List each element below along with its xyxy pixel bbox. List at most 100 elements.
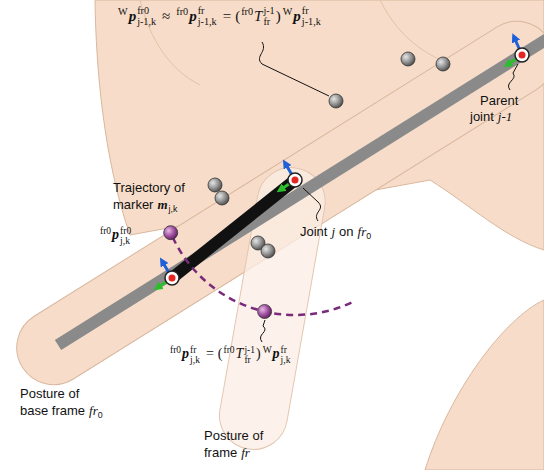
formula-term: =	[206, 346, 214, 361]
label-text: frame	[204, 445, 237, 460]
superscript: fr	[190, 345, 200, 355]
label-group: Posture of	[20, 386, 79, 402]
superscript: W	[283, 6, 293, 17]
superscript: j-1	[263, 6, 274, 17]
script-stack: frj,k	[281, 345, 291, 365]
superscript: fr0	[170, 345, 181, 355]
subscript: fr	[244, 355, 255, 365]
leader-line	[508, 64, 518, 90]
tracked-marker	[258, 305, 272, 319]
formula-term: p	[129, 8, 137, 24]
marker-trajectory	[168, 226, 354, 315]
superscript: fr0	[241, 6, 253, 17]
subscript: j-1,k	[137, 17, 156, 28]
superscript: W	[118, 6, 128, 17]
formula: Wpfr0j-1,k≈fr0pfrj-1,k=(fr0Tj-1fr)Wpfrj-…	[118, 6, 321, 28]
tracked-marker	[164, 226, 178, 240]
script-stack: fr0j-1,k	[137, 6, 156, 27]
label-group: markermj,k	[113, 197, 177, 214]
subscript: j,k	[190, 355, 200, 365]
leader-line	[303, 188, 321, 221]
label-text: joint	[470, 109, 494, 124]
bone-segment	[172, 180, 295, 278]
subscript: j,k	[281, 355, 291, 365]
script-stack: frj-1,k	[198, 6, 217, 27]
label-text: Joint	[300, 224, 327, 239]
formula-term: (	[235, 8, 240, 24]
label-text: fr	[358, 224, 367, 239]
superscript: fr	[302, 6, 321, 17]
subscript: j-1,k	[302, 17, 321, 28]
label-group: base frame fr0	[20, 403, 103, 420]
bone-line	[58, 31, 544, 345]
label-text: fr	[241, 445, 250, 460]
label-group: Jointjonfr0	[300, 224, 371, 241]
subscript: j,k	[169, 204, 178, 214]
label-text: base frame	[20, 403, 85, 418]
label-text: Posture of	[204, 428, 263, 443]
script-stack: frj,k	[190, 345, 200, 365]
subscript: fr	[263, 17, 274, 28]
superscript: fr0	[176, 6, 188, 17]
marker-sphere	[436, 57, 450, 71]
joint-center	[519, 52, 526, 59]
script-stack: j-1fr	[263, 6, 274, 27]
superscript: fr0	[223, 345, 234, 355]
leader-line	[260, 320, 265, 342]
joint-symbol	[165, 271, 179, 285]
marker-sphere	[215, 191, 229, 205]
script-stack: j-1fr	[244, 345, 255, 365]
marker-sphere	[401, 52, 415, 66]
subscript: j-1,k	[198, 17, 217, 28]
superscript: fr0	[120, 226, 131, 236]
label-text: Parent	[480, 93, 518, 108]
formula-term: =	[223, 8, 231, 24]
thumb-shape	[425, 300, 544, 470]
script-stack: fr0j,k	[120, 226, 131, 246]
label-group: framefr	[204, 445, 250, 461]
superscript: W	[263, 345, 272, 355]
marker-sphere	[208, 178, 222, 192]
formula-term: (	[218, 346, 223, 361]
subscript: j,k	[120, 236, 131, 246]
label-text: Posture of	[20, 386, 79, 401]
formula-term: T	[254, 8, 262, 24]
joint-center	[292, 177, 299, 184]
label-group: Trajectory of	[113, 180, 185, 196]
marker-sphere	[261, 244, 275, 258]
formula-term: p	[112, 227, 119, 242]
leader-line	[259, 42, 329, 96]
formula: fr0pfr0j,k	[100, 226, 131, 246]
formula-term: )	[276, 8, 281, 24]
label-group: joint j-1	[470, 109, 512, 125]
superscript: fr0	[137, 6, 156, 17]
label-text: on	[339, 224, 353, 239]
label-group: Parent	[480, 93, 518, 109]
superscript: j-1	[244, 345, 255, 355]
formula-term: p	[189, 8, 197, 24]
formula-term: p	[182, 346, 189, 361]
subscript: 0	[366, 231, 371, 241]
label-group: Posture of	[204, 428, 263, 444]
formula-term: )	[256, 346, 261, 361]
label-text: fr	[89, 403, 98, 418]
label-text: j-1	[498, 109, 512, 124]
formula-term: ≈	[162, 8, 170, 24]
label-text: m	[157, 197, 167, 212]
subscript: 0	[98, 410, 103, 420]
script-stack: frj-1,k	[302, 6, 321, 27]
formula-term: p	[293, 8, 301, 24]
formula: fr0pfrj,k=(fr0Tj-1fr)Wpfrj,k	[170, 345, 290, 365]
joint-symbol	[515, 48, 529, 62]
formula-term: T	[236, 346, 244, 361]
superscript: fr	[198, 6, 217, 17]
superscript: fr0	[100, 226, 111, 236]
formula-term: p	[273, 346, 280, 361]
marker-sphere	[329, 94, 343, 108]
superscript: fr	[281, 345, 291, 355]
joint-center	[169, 275, 176, 282]
label-text: j	[331, 224, 335, 239]
label-text: marker	[113, 197, 153, 212]
